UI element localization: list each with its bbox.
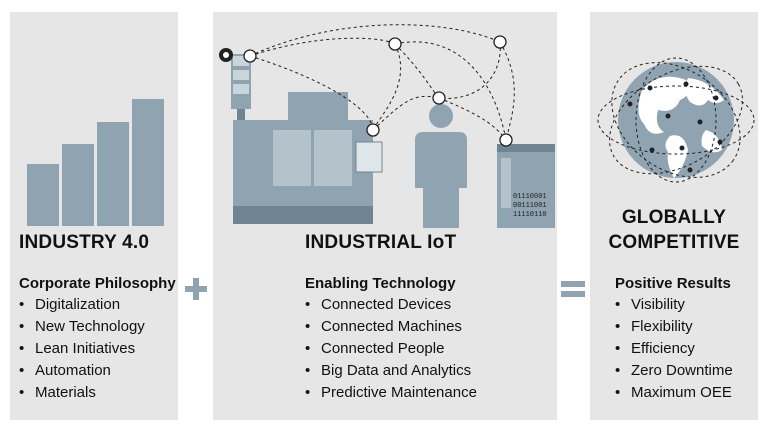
- bullet-list: Digitalization New Technology Lean Initi…: [19, 294, 145, 404]
- bar-chart-icon: [27, 99, 164, 226]
- industrial-iot-panel: 01110001 00111001 11110110 INDUSTRIAL Io…: [213, 12, 557, 420]
- column-subheading: Positive Results: [615, 275, 731, 292]
- list-item: Digitalization: [19, 294, 145, 316]
- machine-icon: [233, 92, 383, 224]
- bullet-list: Visibility Flexibility Efficiency Zero D…: [615, 294, 733, 404]
- list-item: Connected People: [305, 338, 477, 360]
- column-subheading: Enabling Technology: [305, 275, 456, 292]
- list-item: Visibility: [615, 294, 733, 316]
- plus-icon: [185, 278, 207, 300]
- equals-icon: [561, 281, 585, 297]
- list-item: Automation: [19, 360, 145, 382]
- list-item: Predictive Maintenance: [305, 382, 477, 404]
- title-line: GLOBALLY: [621, 207, 727, 228]
- list-item: Connected Machines: [305, 316, 477, 338]
- list-item: Big Data and Analytics: [305, 360, 477, 382]
- iot-illustration: 01110001 00111001 11110110: [219, 24, 555, 228]
- column-title: INDUSTRY 4.0: [19, 232, 150, 253]
- list-item: Flexibility: [615, 316, 733, 338]
- server-icon: 01110001 00111001 11110110: [497, 144, 555, 228]
- list-item: Lean Initiatives: [19, 338, 145, 360]
- list-item: New Technology: [19, 316, 145, 338]
- globally-competitive-panel: GLOBALLY COMPETITIVE Positive Results Vi…: [590, 12, 758, 420]
- network-nodes: [243, 35, 513, 147]
- industry-4-panel: INDUSTRY 4.0 Corporate Philosophy Digita…: [10, 12, 178, 420]
- list-item: Zero Downtime: [615, 360, 733, 382]
- globe-icon: [597, 57, 755, 183]
- gear-icon: [219, 48, 233, 62]
- person-icon: [415, 104, 467, 228]
- server-binary-text: 00111001: [513, 202, 547, 210]
- list-item: Connected Devices: [305, 294, 477, 316]
- server-binary-text: 11110110: [513, 211, 547, 219]
- server-binary-text: 01110001: [513, 193, 547, 201]
- list-item: Maximum OEE: [615, 382, 733, 404]
- bullet-list: Connected Devices Connected Machines Con…: [305, 294, 477, 404]
- column-title: INDUSTRIAL IoT: [305, 232, 457, 253]
- column-subheading: Corporate Philosophy: [19, 275, 176, 292]
- column-title: GLOBALLY COMPETITIVE: [590, 205, 758, 255]
- list-item: Materials: [19, 382, 145, 404]
- title-line: COMPETITIVE: [608, 232, 740, 253]
- signal-tower-icon: [231, 54, 251, 121]
- list-item: Efficiency: [615, 338, 733, 360]
